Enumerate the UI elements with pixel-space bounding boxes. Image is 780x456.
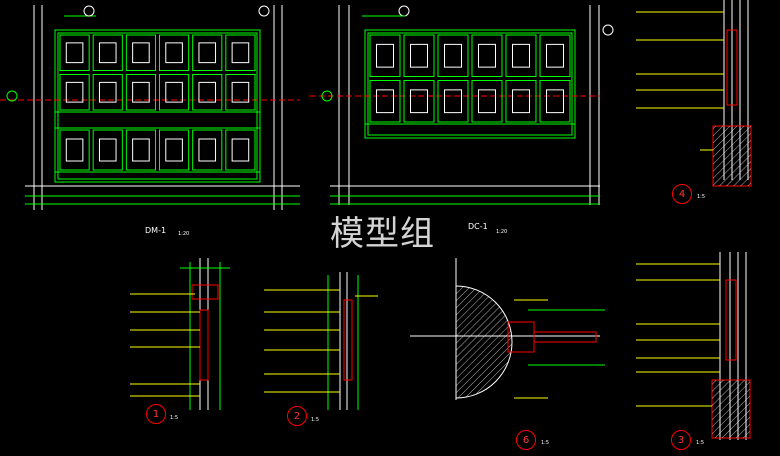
dm1-upper-inner [98,81,117,103]
dm1-upper-inner [198,42,217,64]
dm1-lower-cell [159,129,190,171]
detail-2-section [264,272,378,410]
dc1-upper-inner [376,43,394,68]
dm1-upper-cell [159,34,190,71]
dm1-lower-inner [132,138,150,162]
dm1-lower-inner [165,138,183,162]
elevation-dm1 [0,5,300,210]
dc1-upper-cell [539,80,571,123]
dm1-upper-inner [198,81,217,103]
dm1-upper-cell [125,34,157,71]
dm1-lower-cell [125,129,157,171]
dm1-upper-cell [92,34,123,71]
dc1-upper-cell [471,80,503,123]
dc1-upper-cell [437,34,469,77]
detail-scale-6: 1:5 [541,440,550,446]
dm1-upper-cell [92,74,123,111]
dm1-lower-cell [92,129,123,171]
dc1-upper-inner [512,43,530,68]
detail-callout-3: 3 [671,430,691,450]
detail-callout-1: 1 [146,404,166,424]
dc1-upper-cell [505,34,537,77]
dm1-upper-inner [132,42,150,64]
dm1-panel-group [59,34,256,171]
dc1-upper-cell [403,80,435,123]
view-title-dc1: DC-1 [468,222,488,231]
dc1-upper-cell [369,80,401,123]
dm1-lower-cell [59,129,90,171]
dm1-upper-cell [225,74,256,111]
dm1-lower-cell [192,129,223,171]
detail-1-section [130,258,230,410]
dm1-lower-cell [225,129,256,171]
detail-callout-2: 2 [287,406,307,426]
detail-callout-4: 4 [672,184,692,204]
dm1-upper-cell [192,74,223,111]
view-scale-dm1: 1:20 [178,231,190,237]
view-scale-dc1: 1:20 [496,229,508,235]
dm1-lower-inner [231,138,250,162]
dc1-upper-cell [505,80,537,123]
dm1-upper-inner [165,81,183,103]
dm1-upper-inner [231,42,250,64]
dc1-upper-inner [546,89,564,114]
dm1-upper-cell [159,74,190,111]
dm1-upper-inner [98,42,117,64]
detail-scale-2: 1:5 [311,417,320,423]
dc1-panel-group [369,34,571,123]
dm1-upper-inner [165,42,183,64]
dm1-upper-inner [231,81,250,103]
dc1-upper-cell [437,80,469,123]
dc1-upper-cell [539,34,571,77]
dc1-upper-inner [444,89,462,114]
dc1-upper-cell [471,34,503,77]
detail-scale-4: 1:5 [697,194,706,200]
detail-callout-6: 6 [516,430,536,450]
dc1-upper-cell [369,34,401,77]
dc1-upper-inner [410,43,428,68]
dc1-upper-inner [376,89,394,114]
dc1-upper-inner [478,43,496,68]
detail-4-section [636,0,752,187]
dc1-upper-inner [546,43,564,68]
detail-6-section [410,258,605,400]
dc1-upper-inner [478,89,496,114]
detail-scale-3: 1:5 [696,440,705,446]
dm1-upper-cell [59,34,90,71]
dm1-upper-inner [65,81,84,103]
dm1-lower-inner [65,138,84,162]
dm1-lower-inner [98,138,117,162]
dc1-upper-inner [512,89,530,114]
dm1-upper-cell [192,34,223,71]
elevation-dc1 [310,5,614,205]
watermark-text: 模型组 [330,214,435,254]
view-title-dm1: DM-1 [145,226,167,235]
dm1-upper-inner [65,42,84,64]
dc1-upper-inner [444,43,462,68]
dm1-upper-cell [59,74,90,111]
dm1-upper-cell [125,74,157,111]
detail-3-section [636,252,751,440]
dm1-upper-cell [225,34,256,71]
dc1-upper-cell [403,34,435,77]
dm1-upper-inner [132,81,150,103]
dc1-upper-inner [410,89,428,114]
dm1-lower-inner [198,138,217,162]
detail-scale-1: 1:5 [170,415,179,421]
